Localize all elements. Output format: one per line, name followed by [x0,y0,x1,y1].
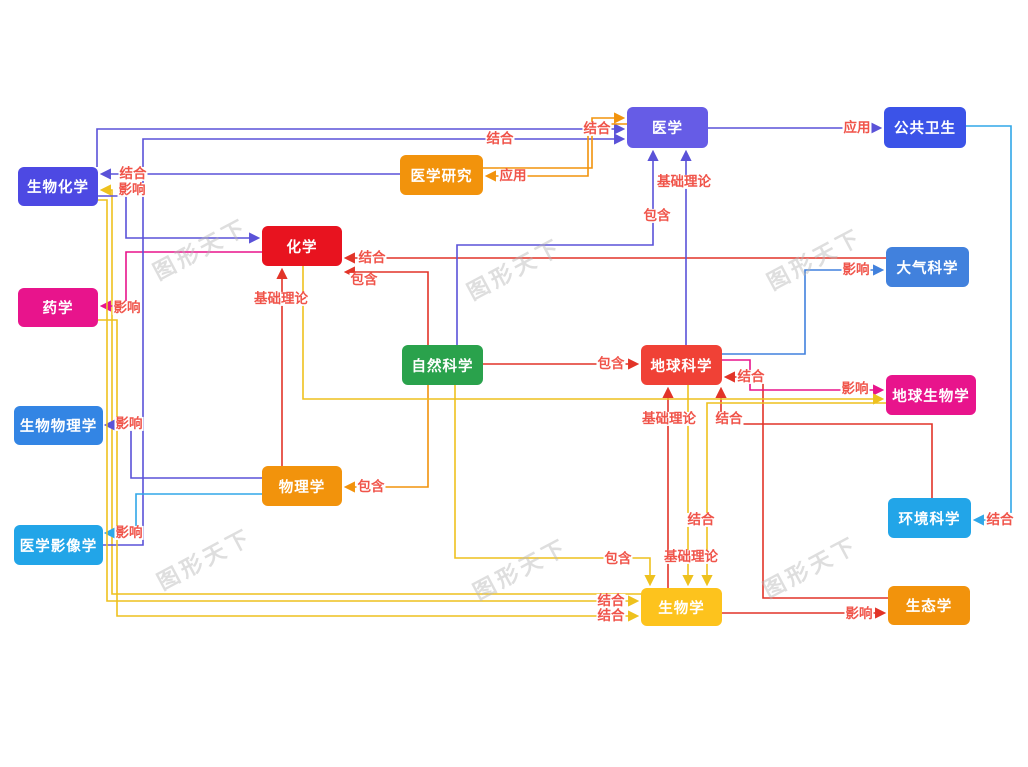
node-daqikexue: 大气科学 [886,247,969,287]
edge-生物化学-化学 [98,195,261,244]
edge-化学-药学 [99,251,262,312]
node-diqiushengwuxue: 地球生物学 [886,375,976,415]
edge-label-影响-18: 影响 [840,380,870,397]
edge-地球科学-大气科学 [722,264,885,355]
edge-label-结合-26: 结合 [686,511,716,528]
edge-环境科学-地球科学 [715,386,933,498]
node-ziran-kexue: 自然科学 [402,345,483,385]
edge-label-包含-11: 包含 [642,207,672,224]
node-yixueyingxiangxue: 医学影像学 [14,525,103,565]
node-yixueyanjiu: 医学研究 [400,155,483,195]
edge-地球生物学-生物学 [701,402,886,587]
node-wulixue: 物理学 [262,466,342,506]
edge-label-结合-20: 结合 [714,410,744,427]
edge-label-结合-28: 结合 [596,607,626,624]
edge-label-影响-1: 影响 [117,181,147,198]
node-shengtaixue: 生态学 [888,586,970,625]
node-yaoxue: 药学 [18,288,98,327]
node-yixue: 医学 [627,107,708,148]
edge-生物化学-生物学 [98,199,640,607]
edge-label-应用-13: 应用 [842,119,872,136]
edge-label-结合-17: 结合 [736,368,766,385]
edge-label-结合-0: 结合 [118,165,148,182]
edge-label-包含-24: 包含 [603,550,633,567]
edge-自然科学-化学 [343,266,429,345]
edge-label-基础理论-19: 基础理论 [641,410,697,427]
edge-label-应用-10: 应用 [498,167,528,184]
node-diqiukexue: 地球科学 [641,345,722,385]
edge-label-包含-5: 包含 [349,271,379,288]
edge-label-影响-15: 影响 [841,261,871,278]
node-huanjingkexue: 环境科学 [888,498,971,538]
edge-label-基础理论-25: 基础理论 [663,548,719,565]
node-shengwuhuaxue: 生物化学 [18,167,98,206]
edge-label-影响-21: 影响 [114,415,144,432]
edge-药学-生物学 [98,319,640,622]
edge-label-基础理论-12: 基础理论 [656,173,712,190]
edge-生态学-地球科学 [723,371,888,599]
edge-label-结合-6: 结合 [357,249,387,266]
edge-label-包含-22: 包含 [356,478,386,495]
edge-生物化学-医学 [96,123,626,167]
edge-自然科学-生物学 [454,385,656,587]
edge-label-结合-27: 结合 [596,592,626,609]
edge-物理学-生物物理学 [103,419,262,479]
edge-生物学-生物化学 [99,184,641,595]
edge-label-结合-8: 结合 [485,130,515,147]
edge-label-影响-23: 影响 [114,524,144,541]
edge-化学-地球生物学 [302,266,885,405]
node-shengwuwulixue: 生物物理学 [14,406,103,445]
edge-label-影响-3: 影响 [112,299,142,316]
edge-医学影像学-医学 [103,133,626,546]
edge-公共卫生-环境科学 [966,125,1012,526]
edge-label-影响-29: 影响 [844,605,874,622]
node-shengwuxue: 生物学 [641,588,722,626]
edge-label-基础理论-4: 基础理论 [253,290,309,307]
edge-label-结合-14: 结合 [985,511,1015,528]
edge-label-结合-9: 结合 [582,120,612,137]
node-huaxue: 化学 [262,226,342,266]
edge-医学研究-医学 [483,112,626,169]
edge-自然科学-医学 [456,149,659,345]
node-gonggongweisheng: 公共卫生 [884,107,966,148]
edge-自然科学-物理学 [343,385,429,493]
edge-label-包含-16: 包含 [596,355,626,372]
